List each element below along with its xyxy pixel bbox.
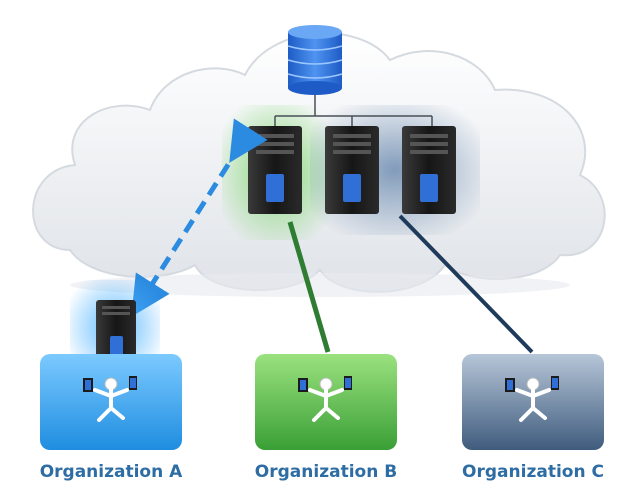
network-tree-lines [274, 95, 433, 126]
server-icon-b [248, 126, 302, 214]
person-with-devices-icon [83, 376, 137, 422]
org-c-label: Organization C [462, 462, 604, 482]
link-org-c [398, 214, 534, 354]
person-with-devices-icon [505, 376, 559, 422]
database-icon [287, 25, 343, 95]
org-a-label: Organization A [39, 462, 183, 482]
org-b-label: Organization B [254, 462, 398, 482]
link-org-a-dashed [131, 118, 268, 317]
local-server-icon [96, 300, 136, 364]
link-org-b [287, 221, 331, 353]
person-with-devices-icon [298, 376, 352, 422]
server-icon-c1 [325, 126, 379, 214]
server-icon-c2 [402, 126, 456, 214]
